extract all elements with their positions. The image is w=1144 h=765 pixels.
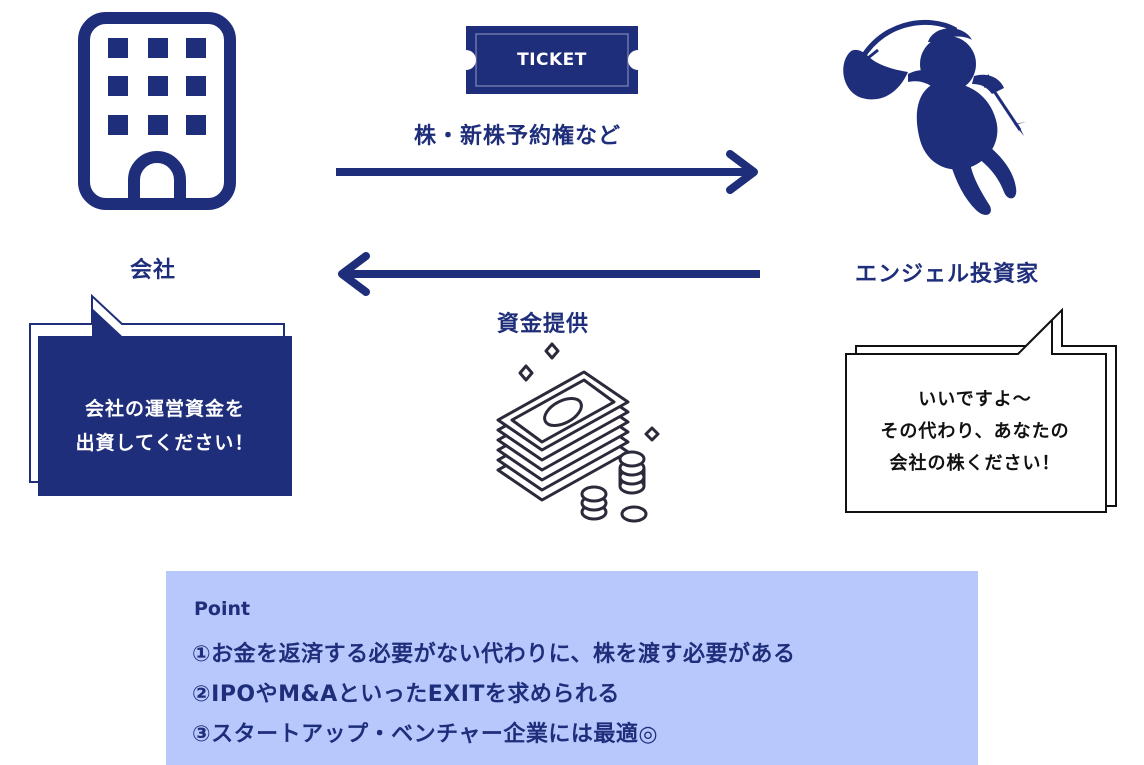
company-speech-line: 会社の運営資金を	[84, 398, 245, 420]
money-stack-icon	[496, 342, 660, 523]
company-speech-bubble	[29, 293, 292, 496]
ticket-icon	[466, 26, 638, 94]
point-box	[166, 571, 978, 765]
investor-speech-line: いいですよ～	[918, 389, 1032, 410]
arrow-left-icon	[338, 252, 760, 296]
investor-speech-bubble	[845, 307, 1117, 513]
investor-speech-text: いいですよ～ その代わり、あなたの 会社の株ください！	[850, 384, 1100, 480]
point-item: ③スタートアップ・ベンチャー企業には最適◎	[192, 722, 659, 747]
investor-speech-line: 会社の株ください！	[889, 453, 1061, 474]
company-label: 会社	[130, 258, 177, 283]
building-icon	[78, 12, 236, 210]
company-speech-line: 出資してください！	[75, 432, 255, 454]
point-item: ①お金を返済する必要がない代わりに、株を渡す必要がある	[192, 642, 796, 667]
point-title: Point	[194, 598, 251, 620]
company-speech-text: 会社の運営資金を 出資してください！	[40, 392, 290, 460]
investor-speech-line: その代わり、あなたの	[880, 421, 1070, 442]
arrow-right-icon	[336, 150, 758, 194]
stock-flow-label: 株・新株予約権など	[414, 124, 622, 149]
funding-flow-label: 資金提供	[497, 312, 590, 337]
investor-label: エンジェル投資家	[855, 262, 1040, 287]
cupid-icon	[843, 19, 1026, 215]
point-item: ②IPOやM&AといったEXITを求められる	[192, 682, 620, 707]
ticket-text: TICKET	[517, 50, 587, 70]
